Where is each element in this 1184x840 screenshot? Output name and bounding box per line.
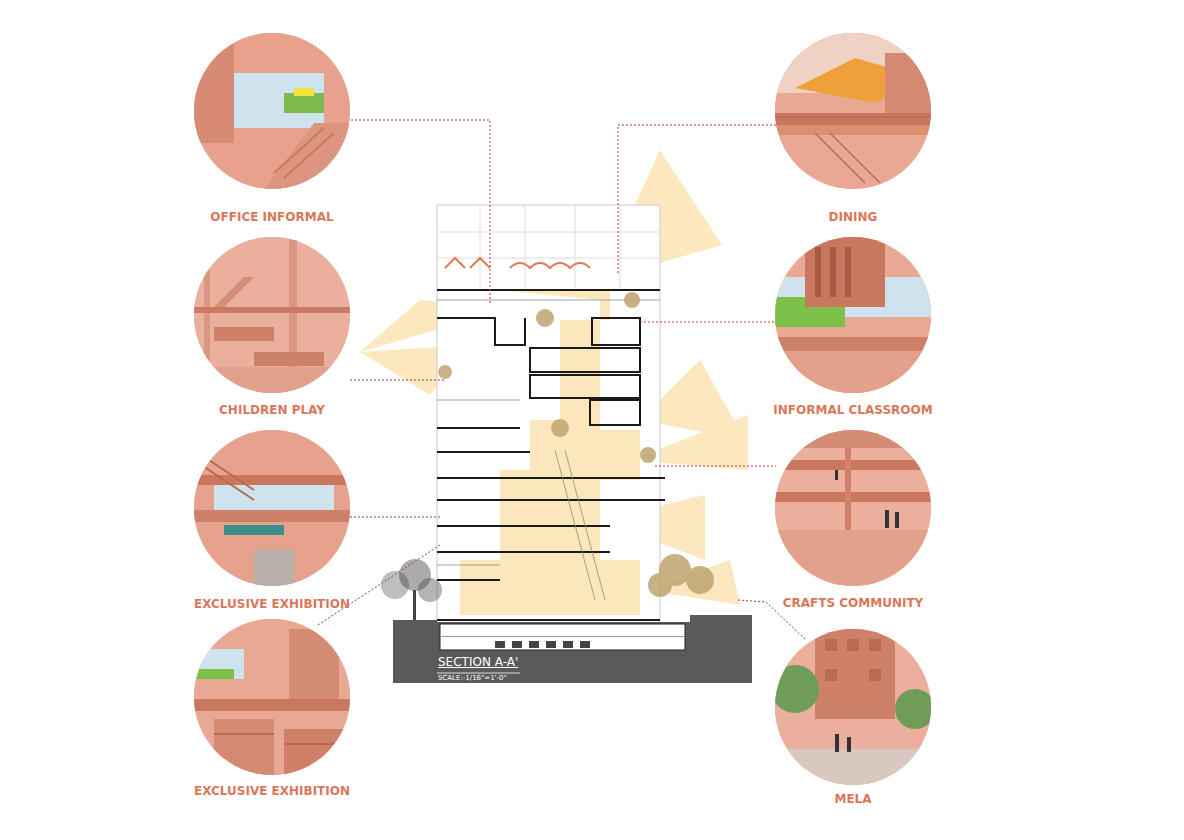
- callout-circle: CHILDREN PLAY: [152, 237, 392, 419]
- space-label: DINING: [733, 208, 973, 226]
- callout-circle: DINING: [733, 33, 973, 226]
- space-label: MELA: [733, 790, 973, 808]
- callout-circle: EXCLUSIVE EXHIBITION: [152, 619, 392, 800]
- vignette-image: [775, 629, 931, 785]
- space-label: CRAFTS COMMUNITY: [733, 594, 973, 612]
- scale-note: SCALE:-1/16"=1'-0": [438, 674, 507, 683]
- interior-render: [775, 237, 931, 393]
- leader-line: [318, 120, 806, 640]
- callout-circle: INFORMAL CLASSROOM: [733, 237, 973, 419]
- vignette-image: [194, 430, 350, 586]
- vignette-image: [775, 237, 931, 393]
- interior-render: [194, 33, 350, 189]
- space-label: INFORMAL CLASSROOM: [733, 401, 973, 419]
- interior-render: [775, 33, 931, 189]
- vignette-image: [194, 619, 350, 775]
- interior-render: [775, 430, 931, 586]
- callout-circle: EXCLUSIVE EXHIBITION: [152, 430, 392, 613]
- callout-circle: MELA: [733, 629, 973, 808]
- callout-circle: CRAFTS COMMUNITY: [733, 430, 973, 612]
- space-label: EXCLUSIVE EXHIBITION: [152, 595, 392, 613]
- space-label: CHILDREN PLAY: [152, 401, 392, 419]
- vignette-image: [775, 430, 931, 586]
- callout-circle: OFFICE INFORMAL: [152, 33, 392, 226]
- interior-render: [194, 619, 350, 775]
- vignette-image: [194, 33, 350, 189]
- space-label: OFFICE INFORMAL: [152, 208, 392, 226]
- interior-render: [775, 629, 931, 785]
- section-title: SECTION A-A': [438, 655, 518, 669]
- space-label: EXCLUSIVE EXHIBITION: [152, 782, 392, 800]
- vignette-image: [775, 33, 931, 189]
- interior-render: [194, 237, 350, 393]
- interior-render: [194, 430, 350, 586]
- vignette-image: [194, 237, 350, 393]
